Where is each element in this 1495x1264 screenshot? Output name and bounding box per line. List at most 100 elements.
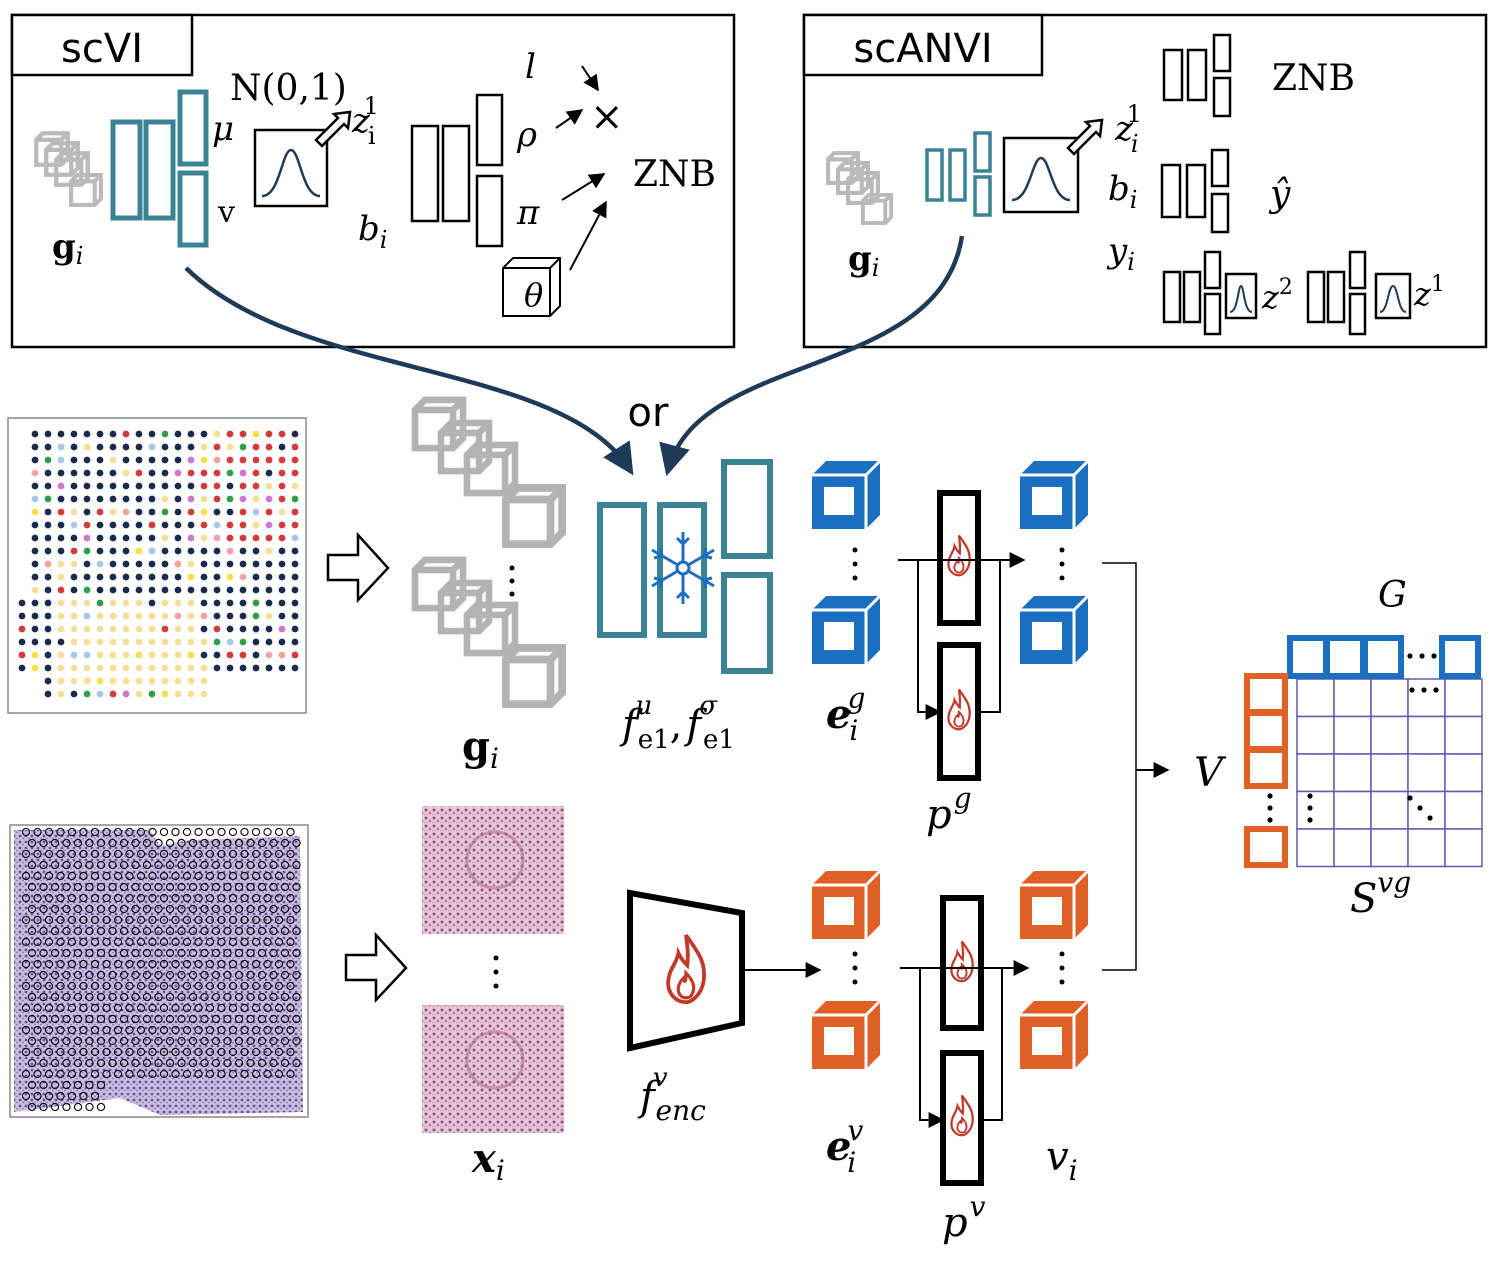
tissue-spot (56, 1047, 65, 1057)
tissue-spot (33, 849, 42, 859)
spot-dot (213, 430, 221, 438)
tissue-spot (246, 926, 255, 936)
ellipsis-dot (1427, 815, 1433, 821)
scvi-theta-label: θ (524, 276, 543, 314)
spot-dot (174, 560, 182, 568)
tissue-spot (223, 926, 232, 936)
spot-dot (122, 612, 130, 620)
spot-dot (70, 469, 78, 477)
tissue-spot (85, 970, 94, 980)
tissue-spot (62, 1036, 71, 1046)
tissue-spot (257, 882, 267, 892)
spot-dot (278, 482, 286, 490)
tissue-spot (165, 1036, 175, 1046)
tissue-spot (33, 1025, 42, 1035)
spot-dot (109, 625, 117, 633)
tissue-spot (73, 992, 83, 1002)
tissue-spot (108, 948, 117, 958)
scanvi-latent-chain (1162, 250, 1412, 336)
tissue-spot (228, 871, 238, 881)
tissue-spot (148, 981, 157, 991)
spot-dot (44, 625, 52, 633)
spot-dot (187, 443, 195, 451)
tissue-spot (165, 926, 175, 936)
tissue-spot (62, 948, 71, 958)
spot-dot (213, 612, 221, 620)
tissue-spot (165, 904, 175, 914)
tissue-spot (165, 882, 175, 892)
tissue-spot (27, 948, 37, 958)
svg-text:pg: pg (926, 782, 972, 838)
tissue-spot (108, 970, 117, 980)
theta-cube-icon: θ (502, 257, 561, 317)
spot-dot (122, 599, 130, 607)
spot-dot (291, 469, 299, 477)
tissue-spot (159, 827, 169, 837)
spot-dot (70, 625, 78, 633)
matrix-cell (1296, 715, 1335, 755)
tissue-spot (79, 1003, 88, 1013)
tissue-spot (269, 970, 278, 980)
tissue-spot (39, 904, 48, 914)
svg-text:gi: gi (52, 227, 83, 270)
tissue-spot (188, 970, 198, 980)
tissue-spot (280, 838, 290, 848)
tissue-spot (136, 871, 146, 881)
tissue-spot (211, 904, 221, 914)
spot-dot (109, 495, 117, 503)
spot-dot (96, 599, 104, 607)
tissue-spot (188, 1014, 198, 1024)
tissue-spot (240, 1047, 249, 1057)
spot-dot (291, 612, 299, 620)
similarity-matrix: G Svg (1244, 575, 1483, 922)
tissue-spot (263, 1025, 272, 1035)
tissue-spot (246, 1058, 255, 1068)
spot-dot (148, 521, 156, 529)
tissue-spot (131, 1036, 140, 1046)
tissue-spot (27, 904, 37, 914)
input-arrow-icon (344, 931, 408, 1004)
tissue-spot (263, 893, 272, 903)
spot-dot (122, 443, 130, 451)
spot-dot (265, 521, 273, 529)
spot-dot (44, 586, 52, 594)
tissue-spot (119, 882, 129, 892)
tissue-spot (292, 1036, 301, 1046)
spot-dot (148, 443, 156, 451)
tissue-spot (182, 893, 192, 903)
spot-dot (96, 430, 104, 438)
tissue-spot (292, 970, 301, 980)
tissue-spot (274, 959, 284, 969)
tissue-spot (292, 882, 301, 892)
tissue-spot (228, 959, 238, 969)
spot-dot (213, 573, 221, 581)
tissue-spot (292, 992, 301, 1002)
scvi-mu-label: μ (212, 109, 234, 149)
tissue-spot (79, 849, 88, 859)
spot-dot (252, 573, 260, 581)
tissue-spot (131, 838, 140, 848)
spot-dot (109, 547, 117, 555)
tissue-spot (85, 1080, 94, 1090)
ellipsis-dot (1267, 793, 1273, 799)
or-label: or (628, 390, 669, 436)
tissue-spot (85, 838, 94, 848)
spot-dot (31, 638, 39, 646)
tissue-spot (119, 1014, 129, 1024)
tissue-spot (246, 882, 255, 892)
tissue-spot (125, 959, 134, 969)
tissue-spot (113, 981, 123, 991)
tissue-spot (159, 1025, 169, 1035)
tissue-spot (257, 838, 267, 848)
tissue-spot (257, 1014, 267, 1024)
tissue-spot (274, 981, 284, 991)
spot-dot (83, 508, 91, 516)
spot-dot (31, 495, 39, 503)
spot-dot (31, 599, 39, 607)
spot-dot (265, 534, 273, 542)
spot-dot (57, 638, 65, 646)
tissue-spot (119, 1036, 129, 1046)
tissue-spot (292, 948, 301, 958)
tissue-spot (246, 1036, 255, 1046)
spot-dot (187, 521, 195, 529)
